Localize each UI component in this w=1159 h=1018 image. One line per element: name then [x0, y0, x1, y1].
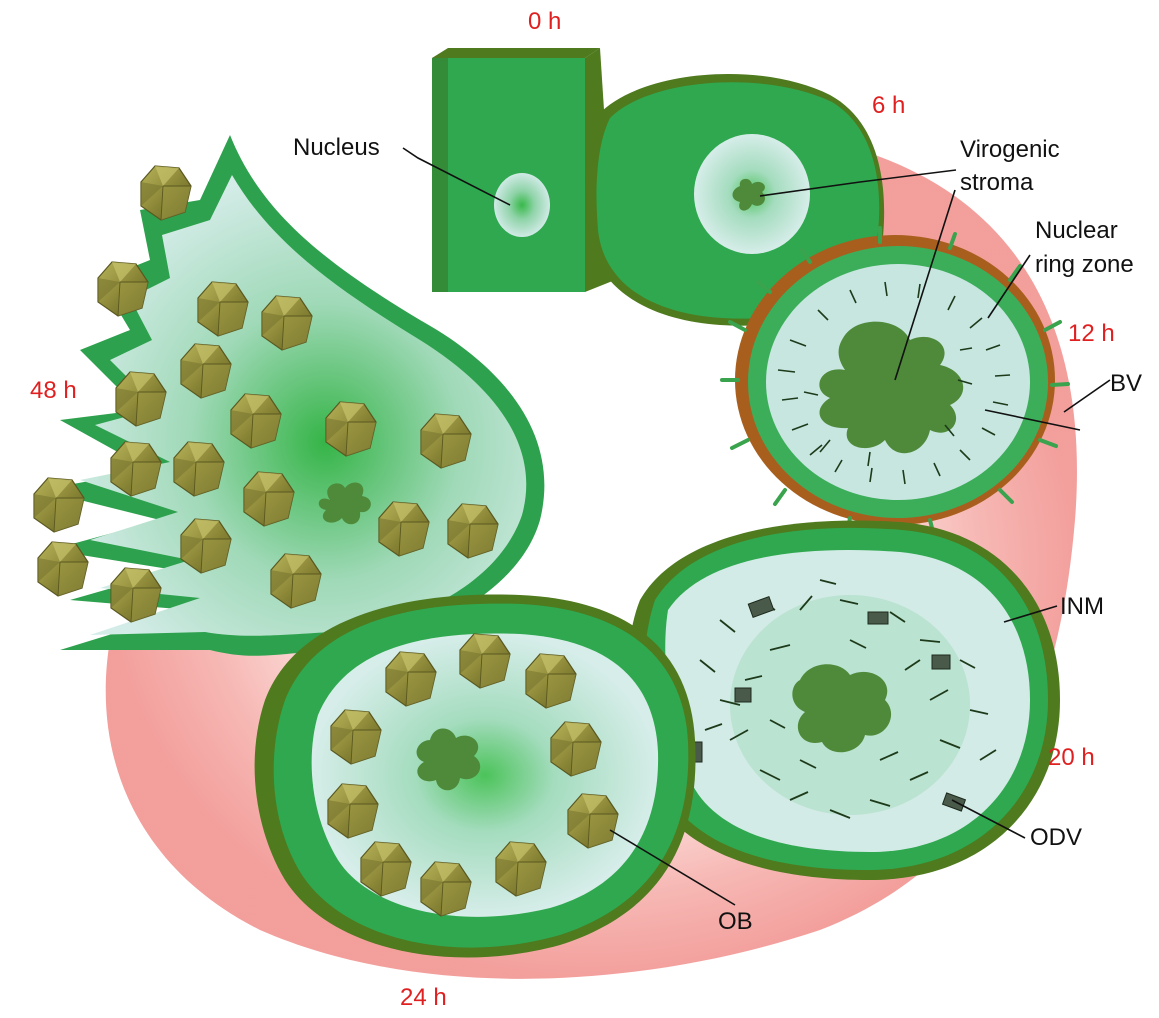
- cell-20h: [628, 520, 1060, 880]
- label-odv: ODV: [1030, 824, 1082, 851]
- label-virogenic-line2: stroma: [960, 169, 1034, 196]
- nucleus-0h: [494, 173, 550, 237]
- label-bv: BV: [1110, 370, 1142, 397]
- label-nucleus: Nucleus: [293, 134, 380, 161]
- label-inm: INM: [1060, 593, 1104, 620]
- time-label-24h: 24 h: [400, 984, 447, 1011]
- time-label-0h: 0 h: [528, 8, 561, 35]
- time-label-12h: 12 h: [1068, 320, 1115, 347]
- time-label-48h: 48 h: [30, 377, 77, 404]
- label-nuclear-line2: ring zone: [1035, 251, 1134, 278]
- label-ob: OB: [718, 908, 753, 935]
- time-label-20h: 20 h: [1048, 744, 1095, 771]
- label-virogenic-line1: Virogenic: [960, 136, 1060, 163]
- label-nuclear-line1: Nuclear: [1035, 217, 1118, 244]
- time-label-6h: 6 h: [872, 92, 905, 119]
